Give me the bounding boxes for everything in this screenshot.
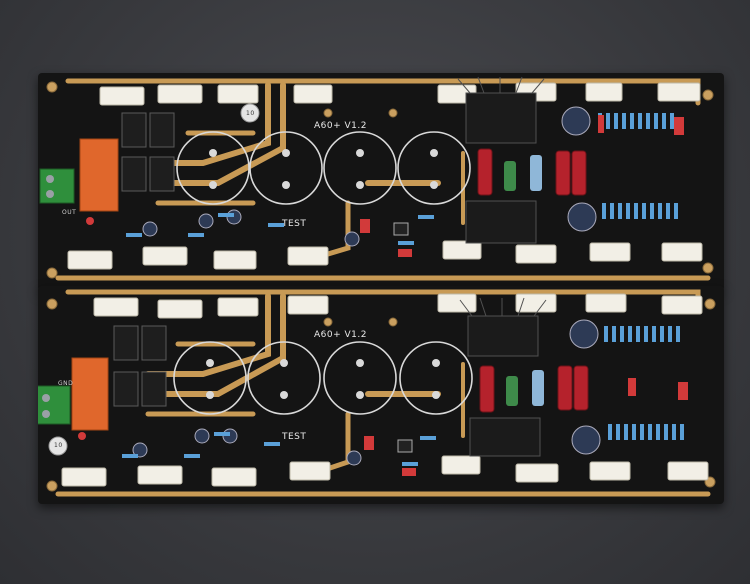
ceramic-power-resistors xyxy=(67,82,703,270)
power-resistor-icon xyxy=(477,148,587,196)
bulk-capacitor-footprints xyxy=(176,131,471,205)
output-transistors xyxy=(121,112,175,192)
amplifier-board-top: A60+ V1.2 TEST OUT 10 xyxy=(38,73,724,291)
bulk-capacitor-footprints xyxy=(173,341,473,415)
amplifier-board-bottom: A60+ V1.2 TEST GND 10 xyxy=(33,286,724,504)
capacitor-pads xyxy=(209,149,438,189)
small-signal-resistors xyxy=(122,326,684,466)
electrolytic-capacitor-icon xyxy=(48,319,601,466)
terminal-block-icon xyxy=(39,168,75,204)
terminal-block-icon xyxy=(33,385,71,425)
green-resistor xyxy=(504,161,516,191)
red-small-parts xyxy=(78,378,688,476)
fuse-label: 10 xyxy=(54,442,63,449)
heatsink-icon xyxy=(459,297,547,457)
pcb-artwork-bottom xyxy=(33,289,716,497)
output-transistors xyxy=(113,325,167,407)
relay-icon xyxy=(79,138,119,212)
model-label: A60+ V1.2 xyxy=(314,121,367,131)
out-label: OUT xyxy=(62,209,77,216)
test-label: TEST xyxy=(282,219,307,229)
ceramic-power-resistors xyxy=(61,293,709,487)
heatsink-icon xyxy=(457,76,545,244)
ic-chip xyxy=(393,222,409,236)
test-label: TEST xyxy=(282,432,307,442)
power-resistor-icon xyxy=(479,365,589,413)
green-resistor xyxy=(506,376,518,406)
fuse-label: 10 xyxy=(246,110,255,117)
gnd-label: GND xyxy=(58,380,74,387)
ic-chip xyxy=(397,439,413,453)
pcb-artwork-top xyxy=(39,76,714,281)
model-label: A60+ V1.2 xyxy=(314,330,367,340)
red-small-parts xyxy=(86,115,684,257)
blue-resistor xyxy=(532,370,544,406)
blue-resistor xyxy=(530,155,542,191)
capacitor-pads xyxy=(206,359,440,399)
relay-icon xyxy=(71,357,109,431)
mounting-holes xyxy=(46,81,714,279)
